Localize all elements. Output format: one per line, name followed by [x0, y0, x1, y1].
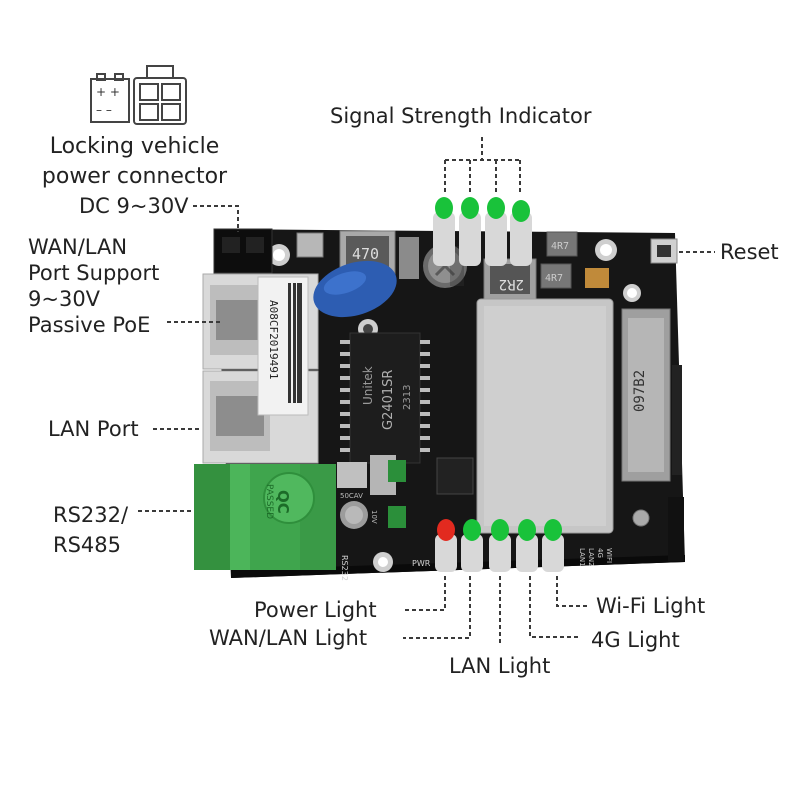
qc-text: QC	[274, 490, 292, 514]
signal-led-4	[512, 200, 530, 222]
wan-label-line2: Port Support	[28, 261, 160, 285]
signal-strength-label: Signal Strength Indicator	[330, 104, 592, 128]
lan-transformer-chip: Unitek G2401SR 2313	[349, 332, 421, 464]
cap-value-text: 10V	[370, 510, 378, 524]
silk-pwr: PWR	[412, 559, 431, 568]
inductor-470-text: 470	[352, 245, 379, 263]
dc-input-label: DC 9~30V	[79, 194, 189, 218]
inductor-4r7-a: 4R7	[546, 231, 578, 257]
smd-part	[399, 237, 419, 279]
wan-lan-poe-label: WAN/LAN Port Support 9~30V Passive PoE	[28, 234, 159, 338]
power-led	[437, 519, 455, 541]
inductor-4r7b-text: 4R7	[545, 273, 563, 284]
signal-led-2	[461, 197, 479, 219]
qc-sticker	[263, 472, 315, 524]
reset-button[interactable]	[650, 238, 678, 264]
wan-label-line4: Passive PoE	[28, 313, 151, 337]
svg-text:– –: – –	[96, 103, 112, 117]
leader-lines	[138, 137, 715, 644]
chip-model-text: G2401SR	[381, 370, 396, 430]
smd-part	[585, 268, 609, 288]
router-board: A08CF2019491 QC PASSED Unitek G2401SR 23…	[194, 197, 685, 581]
silk-rs232: RS232	[340, 555, 349, 581]
wifi-light-label: Wi-Fi Light	[596, 594, 706, 618]
rs-label-line1: RS232/	[53, 503, 129, 527]
connector-label-line1: Locking vehicle	[49, 134, 220, 159]
rs232-rs485-terminal: QC PASSED	[194, 464, 336, 570]
lan-port-label: LAN Port	[48, 417, 139, 441]
lte-light-label: 4G Light	[591, 628, 680, 652]
signal-strength-leds	[433, 197, 532, 266]
connector-label-line2: power connector	[41, 164, 228, 189]
wan-label-line1: WAN/LAN	[28, 235, 128, 259]
reset-label: Reset	[720, 240, 779, 264]
silk-wifi: WIFI	[605, 548, 613, 563]
chip-brand-text: Unitek	[361, 366, 375, 405]
inductor-4r7-b: 4R7	[540, 263, 572, 289]
power-light-label: Power Light	[254, 598, 377, 622]
lan-light-label: LAN Light	[449, 654, 551, 678]
status-leds	[435, 519, 564, 572]
small-capacitor: 50CAV 10V	[340, 492, 378, 529]
silk-4g: 4G	[596, 548, 604, 558]
chip-code-text: 2313	[402, 385, 413, 410]
signal-led-3	[487, 197, 505, 219]
lan-led	[491, 519, 509, 541]
antenna-connector	[632, 509, 650, 527]
connector-label: Locking vehicle power connector	[22, 132, 247, 192]
svg-text:+ +: + +	[96, 85, 120, 99]
silk-lan2: LAN2	[587, 548, 595, 567]
power-connector-icon: + + – –	[90, 65, 187, 125]
smd-part	[296, 232, 324, 258]
silk-lan1: LAN1	[578, 548, 586, 567]
rs232-rs485-label: RS232/ RS485	[53, 500, 128, 560]
smd-part	[337, 462, 367, 488]
wifi-led	[544, 519, 562, 541]
inductor-4r7a-text: 4R7	[551, 241, 569, 252]
lte-led	[518, 519, 536, 541]
cap-code-text: 50CAV	[340, 492, 363, 500]
wanlan-light-label: WAN/LAN Light	[209, 626, 368, 650]
inductor-2r2-text: 2R2	[499, 276, 524, 292]
serial-sticker: A08CF2019491	[257, 276, 309, 416]
wanlan-led	[463, 519, 481, 541]
signal-led-1	[435, 197, 453, 219]
rs-label-line2: RS485	[53, 533, 122, 557]
module-code-text: 097B2	[632, 370, 648, 412]
wan-label-line3: 9~30V	[28, 287, 101, 311]
qc-passed-text: PASSED	[264, 484, 274, 519]
smd-part	[436, 457, 474, 495]
sticker-id-text: A08CF2019491	[267, 300, 280, 379]
mini-pcie-slot: 097B2	[621, 308, 671, 482]
